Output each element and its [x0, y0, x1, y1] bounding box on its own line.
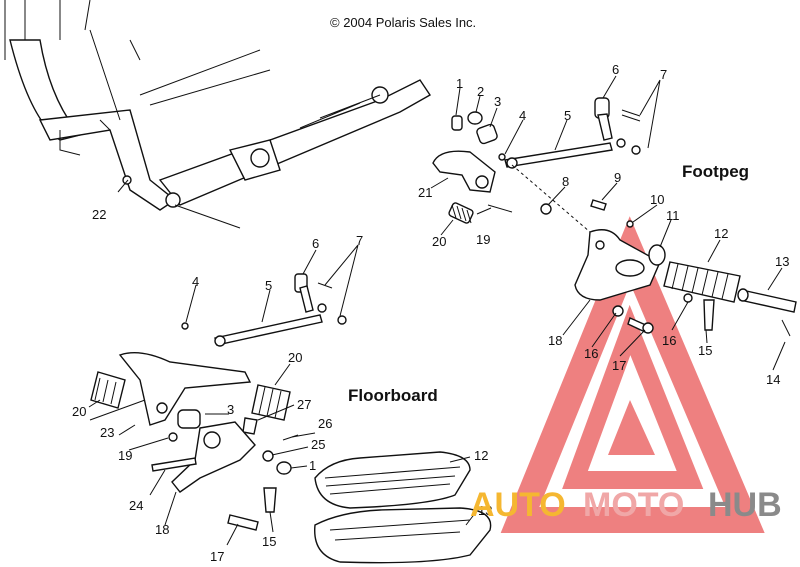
- callout-fb-18: 18: [155, 522, 169, 537]
- footpeg-assembly: [430, 75, 797, 371]
- callout-fb-19: 19: [118, 448, 132, 463]
- callout-fp-11: 11: [666, 208, 680, 223]
- callout-fp-14: 14: [766, 372, 780, 387]
- callout-fb-20a: 20: [72, 404, 86, 419]
- callout-fb-25: 25: [311, 437, 325, 452]
- callout-fb-4: 4: [192, 274, 199, 289]
- callout-fp-16b: 16: [662, 333, 676, 348]
- callout-22: 22: [92, 207, 106, 222]
- callout-fb-5: 5: [265, 278, 272, 293]
- spring: [448, 202, 474, 224]
- callout-fb-13: 13: [478, 503, 492, 518]
- callout-fp-21: 21: [418, 185, 432, 200]
- callout-fp-9: 9: [614, 170, 621, 185]
- callout-labels: 22 1 2 3 4 5 6 7 8 9 10 11 12 13 14 15 1…: [72, 62, 789, 564]
- callout-fb-20b: 20: [288, 350, 302, 365]
- callout-fb-26: 26: [318, 416, 332, 431]
- floorboard-base: [314, 507, 492, 564]
- callout-fb-24: 24: [129, 498, 143, 513]
- callout-fp-13: 13: [775, 254, 789, 269]
- callout-fb-12: 12: [474, 448, 488, 463]
- footpeg-heading: Footpeg: [682, 162, 749, 181]
- callout-fb-15: 15: [262, 534, 276, 549]
- callout-fp-18: 18: [548, 333, 562, 348]
- callout-fp-4: 4: [519, 108, 526, 123]
- callout-fp-5: 5: [564, 108, 571, 123]
- callout-fp-19: 19: [476, 232, 490, 247]
- callout-fb-27: 27: [297, 397, 311, 412]
- callout-fp-15: 15: [698, 343, 712, 358]
- callout-fb-3: 3: [227, 402, 234, 417]
- watermark-moto: MOTO: [583, 486, 684, 524]
- floorboard-assembly: [88, 244, 492, 564]
- callout-fp-1: 1: [456, 76, 463, 91]
- copyright-text: © 2004 Polaris Sales Inc.: [330, 15, 476, 30]
- floorboard-heading: Floorboard: [348, 386, 438, 405]
- callout-fp-17: 17: [612, 358, 626, 373]
- floorboard-peg-right: [251, 384, 291, 421]
- callout-fp-16a: 16: [584, 346, 598, 361]
- callout-fp-2: 2: [477, 84, 484, 99]
- callout-fb-23: 23: [100, 425, 114, 440]
- callout-fb-7: 7: [356, 233, 363, 248]
- callout-fb-17: 17: [210, 549, 224, 564]
- callout-fp-12: 12: [714, 226, 728, 241]
- callout-fb-1: 1: [309, 458, 316, 473]
- watermark-logo: [500, 216, 765, 533]
- watermark-hub: HUB: [708, 486, 782, 524]
- callout-fb-6: 6: [312, 236, 319, 251]
- footpeg-rubber: [663, 261, 741, 303]
- callout-fp-7: 7: [660, 67, 667, 82]
- watermark-text: AUTO MOTO HUB: [470, 486, 782, 524]
- floorboard-pad: [314, 451, 471, 509]
- callout-fp-10: 10: [650, 192, 664, 207]
- frame-assembly: [4, 0, 431, 229]
- callout-fp-20: 20: [432, 234, 446, 249]
- floorboard-peg-left: [90, 371, 126, 409]
- callout-fp-3: 3: [494, 94, 501, 109]
- watermark-auto: AUTO: [470, 486, 566, 524]
- callout-fp-8: 8: [562, 174, 569, 189]
- callout-fp-6: 6: [612, 62, 619, 77]
